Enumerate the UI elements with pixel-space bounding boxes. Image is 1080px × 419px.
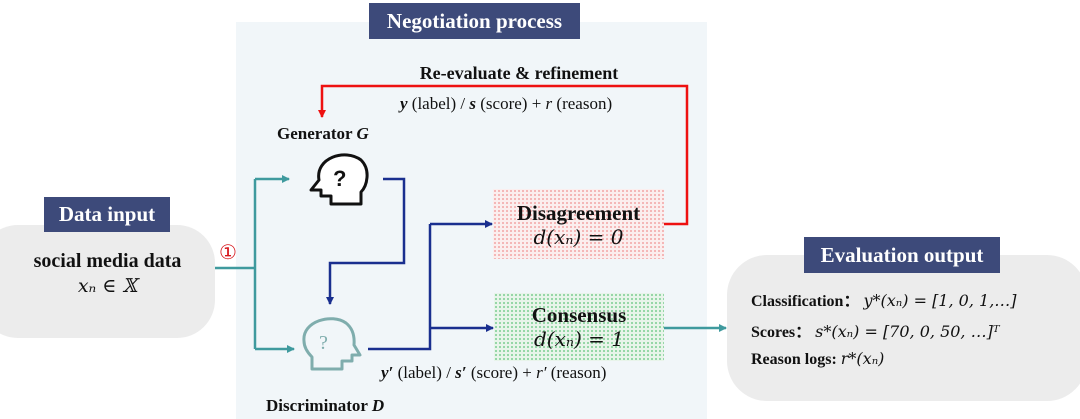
disagreement-title: Disagreement	[516, 201, 641, 225]
data-input-box	[0, 225, 215, 338]
output-row-label: Scores：	[751, 324, 812, 341]
output-row-formula: r*(xₙ)	[840, 349, 885, 368]
refine-r-symbol: r	[545, 94, 553, 113]
refine-s-note: (score) +	[476, 94, 546, 113]
generator-head-icon: ?	[309, 153, 369, 206]
discriminator-symbol: D	[371, 396, 385, 415]
discriminator-label-text: Discriminator	[266, 396, 372, 415]
discriminator-output-line	[368, 224, 432, 351]
consensus-box: Consensus d(xₙ) = 1	[494, 293, 664, 361]
svg-text:?: ?	[319, 332, 328, 354]
disc-r-note: (reason)	[546, 363, 607, 382]
step-marker: ①	[219, 242, 237, 264]
input-formula: xₙ ∈ 𝕏	[77, 275, 138, 297]
refine-title: Re-evaluate & refinement	[419, 63, 619, 83]
output-row-scores: Scores： s*(xₙ) = [70, 0, 50, …]ᵀ	[751, 318, 1017, 349]
generator-symbol: G	[356, 124, 369, 143]
output-row-label: Reason logs:	[751, 351, 837, 368]
output-row-classification: Classification： y*(xₙ) = [1, 0, 1,…]	[751, 287, 1017, 318]
output-row-label: Classification：	[751, 293, 860, 310]
refinement-feedback-arrow	[318, 84, 689, 226]
data-input-header: Data input	[44, 197, 170, 232]
disc-y-note: (label) /	[393, 363, 456, 382]
evaluation-output-header: Evaluation output	[804, 237, 1000, 273]
disagreement-box: Disagreement d(xₙ) = 0	[493, 189, 664, 259]
refine-s-symbol: s	[469, 94, 477, 113]
discriminator-formula: y′ (label) / s′ (score) + r′ (reason)	[381, 363, 606, 383]
refine-y-note: (label) /	[407, 94, 470, 113]
generator-label: Generator G	[277, 124, 369, 144]
evaluation-output-box	[727, 255, 1080, 401]
output-row-formula: y*(xₙ) = [1, 0, 1,…]	[863, 291, 1017, 310]
output-rows: Classification： y*(xₙ) = [1, 0, 1,…] Sco…	[751, 287, 1017, 380]
disc-y-symbol: y′	[381, 363, 394, 382]
output-row-reason-logs: Reason logs: r*(xₙ)	[751, 349, 1017, 380]
output-row-formula: s*(xₙ) = [70, 0, 50, …]ᵀ	[815, 322, 1000, 341]
svg-text:?: ?	[333, 166, 346, 191]
refine-r-note: (reason)	[552, 94, 613, 113]
consensus-title: Consensus	[531, 303, 627, 327]
refine-y-symbol: y	[400, 94, 408, 113]
disc-s-symbol: s′	[455, 363, 467, 382]
disc-s-note: (score) +	[466, 363, 537, 382]
discriminator-label: Discriminator D	[266, 396, 384, 416]
generator-label-text: Generator	[277, 124, 357, 143]
disc-r-symbol: r′	[536, 363, 547, 382]
generator-to-discriminator-arrow	[326, 177, 406, 305]
negotiation-header: Negotiation process	[369, 3, 580, 39]
discriminator-head-icon: ?	[302, 317, 362, 371]
disagreement-formula: d(xₙ) = 0	[533, 225, 624, 249]
input-title: social media data	[33, 250, 182, 272]
consensus-formula: d(xₙ) = 1	[534, 327, 624, 351]
refine-formula: y (label) / s (score) + r (reason)	[400, 94, 612, 114]
